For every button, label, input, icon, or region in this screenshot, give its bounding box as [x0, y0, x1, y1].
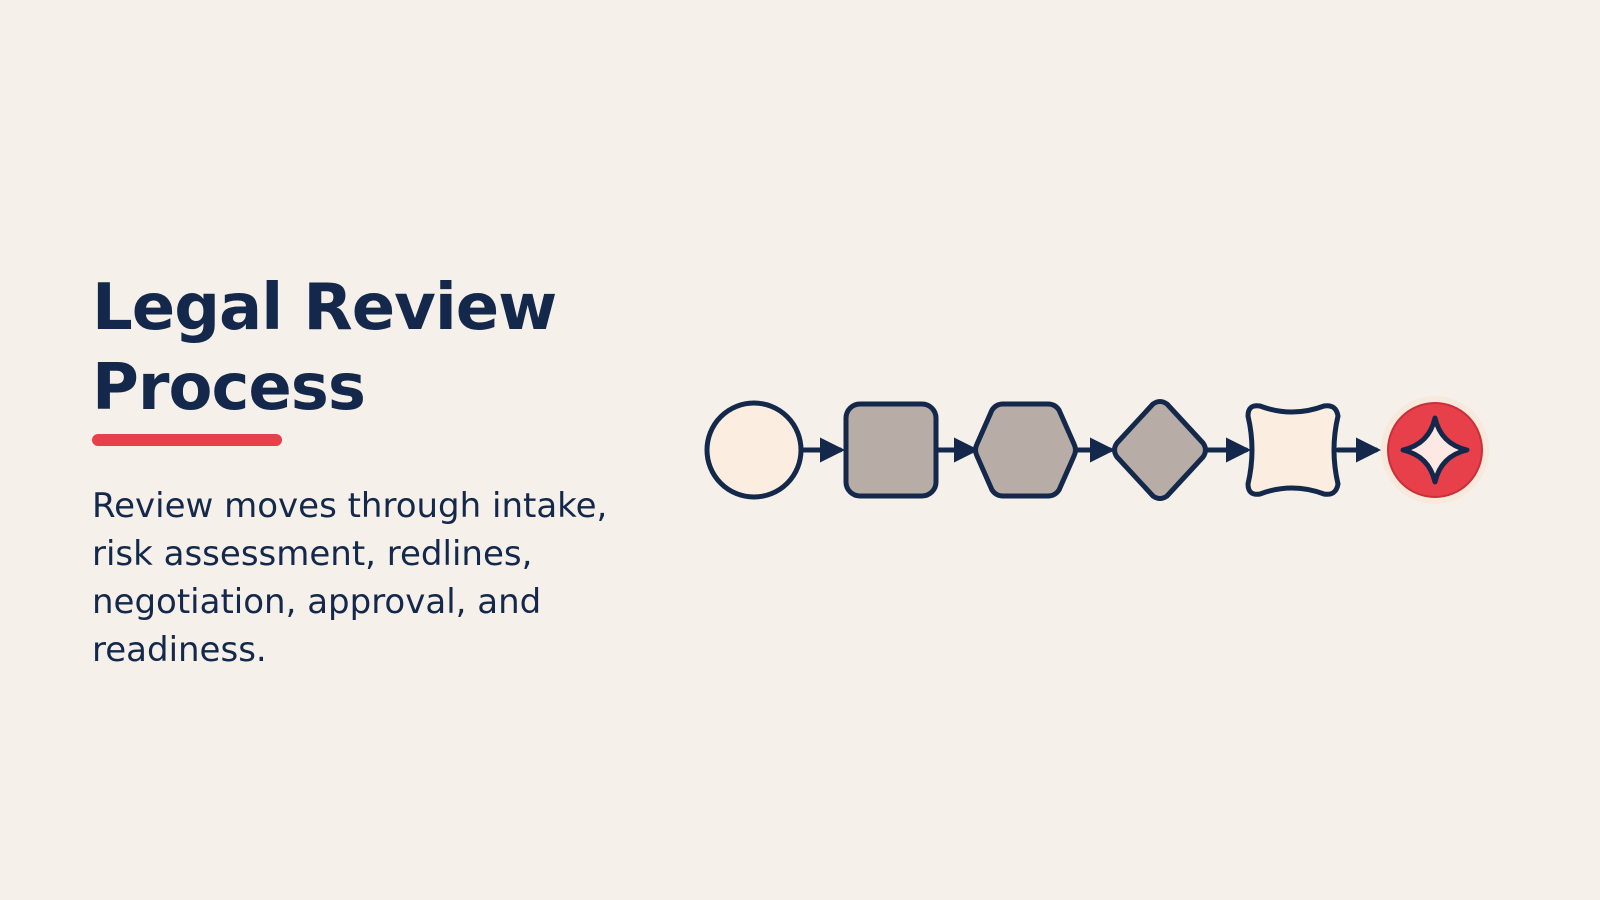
text-block: Legal Review Process Review moves throug…	[92, 268, 652, 674]
title-underline	[92, 434, 282, 446]
subtitle-line: readiness.	[92, 630, 267, 670]
slide-subtitle: Review moves through intake, risk assess…	[92, 482, 612, 674]
subtitle-line: Review moves through intake,	[92, 486, 608, 526]
title-line: Process	[92, 351, 366, 425]
step-wavy-square-icon	[1245, 403, 1341, 497]
step-circle-icon	[704, 400, 804, 500]
subtitle-line: risk assessment, redlines,	[92, 534, 533, 574]
subtitle-line: negotiation, approval, and	[92, 582, 542, 622]
step-star-badge-icon	[1381, 396, 1489, 504]
step-diamond-icon	[1112, 399, 1208, 501]
title-line: Legal Review	[92, 271, 557, 345]
step-rounded-square-icon	[843, 401, 939, 499]
process-flow-diagram	[704, 396, 1489, 504]
step-hexagon-icon	[973, 401, 1078, 499]
slide-title: Legal Review Process	[92, 268, 652, 428]
